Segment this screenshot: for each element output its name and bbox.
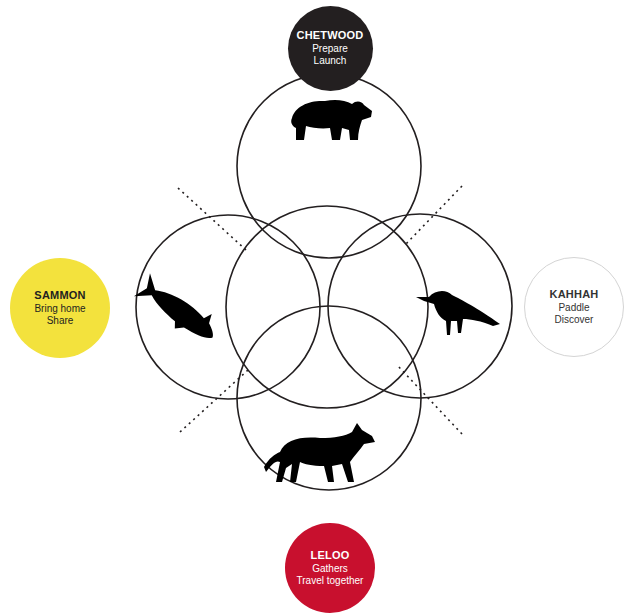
ring-circles [136, 74, 512, 490]
raven-silhouette [416, 291, 500, 335]
stage-action: Launch [314, 55, 347, 67]
stage-action: Paddle [558, 302, 589, 314]
stage-circle: CHETWOODPrepareLaunch [288, 6, 373, 91]
wolf-silhouette [264, 423, 375, 482]
ring-circle [328, 214, 512, 398]
stage-action: Share [47, 315, 74, 327]
stage-name: SAMMON [34, 289, 85, 302]
stage-name: KAHHAH [550, 288, 599, 301]
bear-silhouette [291, 100, 372, 140]
dotted-line [178, 188, 246, 250]
stage-circle: SAMMONBring homeShare [10, 258, 110, 358]
stage-action: Bring home [34, 303, 85, 315]
stage-action: Gathers [312, 563, 348, 575]
stage-action: Discover [555, 314, 594, 326]
center-circle [226, 206, 428, 408]
stage-circle: LELOOGathersTravel together [285, 523, 375, 613]
stage-name: LELOO [311, 549, 350, 562]
stage-action: Prepare [312, 43, 348, 55]
dotted-line [404, 186, 462, 246]
stage-name: CHETWOOD [297, 29, 364, 42]
stage-action: Travel together [297, 575, 364, 587]
dotted-line [398, 366, 462, 434]
dotted-line [180, 370, 248, 432]
salmon-silhouette [132, 272, 223, 350]
animals [132, 100, 500, 482]
dotted-dividers [178, 186, 462, 434]
stage-circle: KAHHAHPaddleDiscover [524, 257, 624, 357]
ring-circle [237, 306, 421, 490]
